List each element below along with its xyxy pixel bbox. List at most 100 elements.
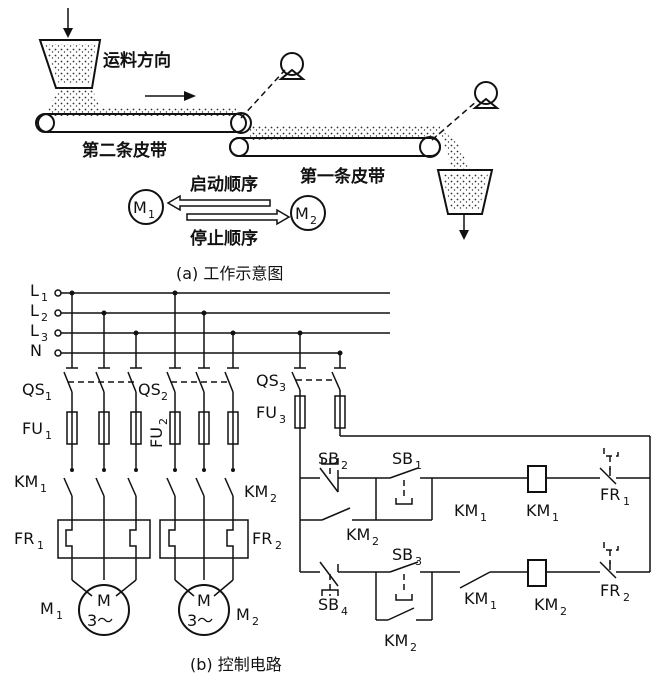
svg-text:FR: FR xyxy=(600,581,620,600)
fr2-thermal-relay xyxy=(159,519,249,597)
fu1-label: FU 1 xyxy=(22,419,52,442)
part-a-conveyor-schematic: 运料方向 第二条皮带 第一条皮带 xyxy=(35,8,500,283)
fu2-fuses xyxy=(169,411,239,468)
svg-text:M: M xyxy=(133,198,147,217)
svg-text:2: 2 xyxy=(341,459,348,472)
sb3-label: SB 3 xyxy=(392,545,422,568)
svg-text:1: 1 xyxy=(148,208,155,221)
fu2-label: FU 2 xyxy=(147,418,170,448)
label-belt1: 第一条皮带 xyxy=(300,166,385,187)
svg-text:1: 1 xyxy=(56,609,63,622)
svg-text:M: M xyxy=(197,591,211,610)
label-belt2: 第二条皮带 xyxy=(82,140,167,161)
svg-text:SB: SB xyxy=(318,595,339,614)
sb2-label: SB 2 xyxy=(318,449,348,472)
km1-main-contacts xyxy=(63,468,138,520)
sb2-stop-button xyxy=(319,458,339,493)
drive-motor-2-icon xyxy=(240,52,306,119)
svg-text:3: 3 xyxy=(41,331,48,344)
svg-text:KM: KM xyxy=(534,595,558,614)
svg-text:1: 1 xyxy=(37,539,44,552)
label-start-order: 启动顺序 xyxy=(190,174,258,195)
km2-aux-b-label: KM 2 xyxy=(384,631,417,654)
qs1-label: QS 1 xyxy=(22,380,52,403)
svg-text:L: L xyxy=(30,281,39,300)
qs3-switch xyxy=(291,367,346,391)
line-n-label: N xyxy=(30,341,42,360)
km2-main-contacts xyxy=(166,468,235,520)
stop-order-arrow xyxy=(186,208,291,226)
caption-b: (b) 控制电路 xyxy=(190,655,282,674)
direction-arrow xyxy=(145,91,196,101)
svg-text:1: 1 xyxy=(490,599,497,612)
control-circuit: QS 3 FU 3 xyxy=(256,333,651,654)
sb3-start-button xyxy=(376,561,432,601)
svg-text:2: 2 xyxy=(410,641,417,654)
m2-name: M xyxy=(236,605,250,624)
material-on-belt1 xyxy=(250,126,440,140)
km1-aux-b-label: KM 1 xyxy=(464,589,497,612)
fr1-ctrl-label: FR 1 xyxy=(600,485,630,508)
fr2-nc-contact xyxy=(590,542,650,579)
motor-m1-circle: M 1 xyxy=(128,189,164,225)
svg-text:FR: FR xyxy=(14,529,34,548)
km1-coil xyxy=(527,465,590,493)
svg-text:L: L xyxy=(30,301,39,320)
svg-text:KM: KM xyxy=(244,482,268,501)
caption-a: (a) 工作示意图 xyxy=(176,264,283,283)
material-on-belt2 xyxy=(46,88,236,116)
part-b-control-circuit: L 1 L 2 L 3 N xyxy=(14,281,651,674)
svg-text:1: 1 xyxy=(41,291,48,304)
svg-text:M: M xyxy=(97,591,111,610)
km1-coil-label: KM 1 xyxy=(526,501,559,524)
svg-text:2: 2 xyxy=(623,591,630,604)
svg-text:FR: FR xyxy=(600,485,620,504)
svg-text:2: 2 xyxy=(275,539,282,552)
svg-text:KM: KM xyxy=(14,472,38,491)
svg-text:1: 1 xyxy=(480,511,487,524)
fr1-main-label: FR 1 xyxy=(14,529,44,552)
motor-m2-circle: M 2 xyxy=(290,195,326,231)
svg-text:1: 1 xyxy=(45,429,52,442)
qs2-switch xyxy=(166,367,239,412)
start-order-arrow xyxy=(166,194,271,212)
km2-coil-label: KM 2 xyxy=(534,595,567,618)
svg-text:2: 2 xyxy=(252,615,259,628)
svg-text:3: 3 xyxy=(279,413,286,426)
svg-text:1: 1 xyxy=(415,459,422,472)
km2-coil xyxy=(527,559,590,587)
svg-text:2: 2 xyxy=(310,214,317,227)
svg-text:2: 2 xyxy=(560,605,567,618)
fu3-fuses xyxy=(294,395,346,429)
motor-m1: M 3～ xyxy=(78,584,130,636)
svg-text:SB: SB xyxy=(318,449,339,468)
fr1-thermal-relay xyxy=(57,519,151,597)
svg-text:FU: FU xyxy=(256,403,277,422)
km1-aux-contact-b xyxy=(432,571,528,589)
svg-text:1: 1 xyxy=(623,495,630,508)
qs1-switch xyxy=(63,367,142,412)
power-lines: L 1 L 2 L 3 N xyxy=(30,281,390,360)
sb4-label: SB 4 xyxy=(318,595,348,618)
label-direction: 运料方向 xyxy=(103,50,171,71)
line-l1-label: L 1 xyxy=(30,281,48,304)
svg-text:QS: QS xyxy=(138,380,161,399)
km2-aux-contact-a xyxy=(321,507,376,521)
fr2-ctrl-label: FR 2 xyxy=(600,581,630,604)
fr1-nc-contact xyxy=(590,448,650,485)
svg-text:QS: QS xyxy=(256,371,279,390)
motor-m2: M 3～ xyxy=(178,584,230,636)
svg-text:2: 2 xyxy=(161,390,168,403)
svg-text:2: 2 xyxy=(41,311,48,324)
feed-hopper xyxy=(38,8,102,89)
svg-text:N: N xyxy=(30,341,42,360)
line-l3-label: L 3 xyxy=(30,321,48,344)
m2-power-branch: M 3～ M 2 xyxy=(159,293,259,636)
m1-power-branch: M 3～ M 1 xyxy=(40,293,151,636)
km1-main-label: KM 1 xyxy=(14,472,47,495)
svg-text:3: 3 xyxy=(279,381,286,394)
m1-name: M xyxy=(40,599,54,618)
drive-motor-1-icon xyxy=(431,81,500,141)
svg-text:2: 2 xyxy=(270,492,277,505)
svg-text:KM: KM xyxy=(526,501,550,520)
